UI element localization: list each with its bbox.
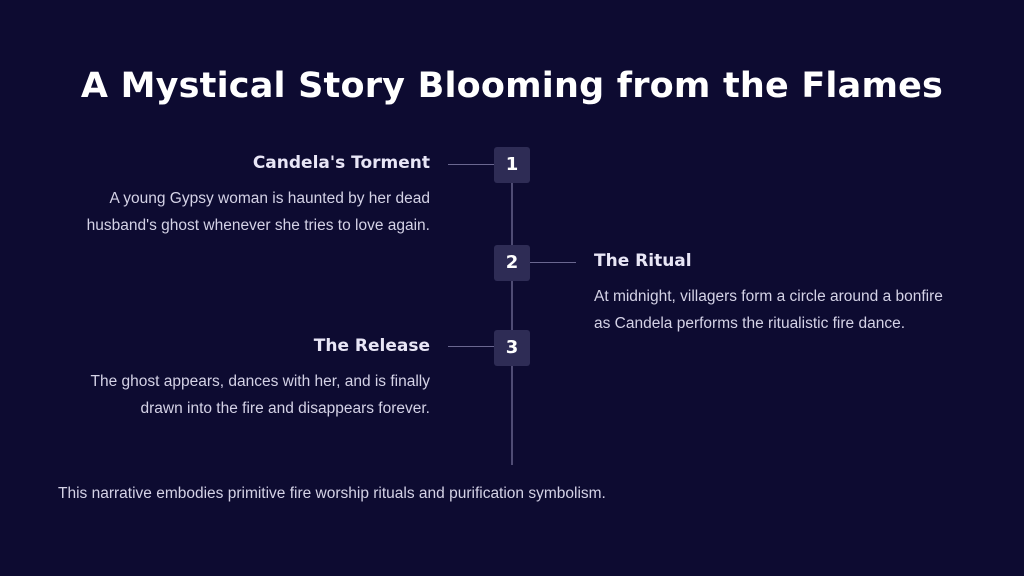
step-1-connector <box>448 164 494 165</box>
step-1-description-line-2: husband's ghost whenever she tries to lo… <box>86 217 430 234</box>
step-3-marker: 3 <box>494 330 530 366</box>
page-title: A Mystical Story Blooming from the Flame… <box>80 66 944 106</box>
step-2-description-line-1: At midnight, villagers form a circle aro… <box>594 288 943 305</box>
step-1-description-line-1: A young Gypsy woman is haunted by her de… <box>109 190 430 207</box>
step-3-description-line-1: The ghost appears, dances with her, and … <box>90 373 430 390</box>
step-1-heading: Candela's Torment <box>252 153 430 173</box>
timeline-line <box>511 165 513 465</box>
step-1-marker: 1 <box>494 147 530 183</box>
step-3-description: The ghost appears, dances with her, and … <box>10 368 430 422</box>
step-3-heading: The Release <box>313 336 430 356</box>
step-2-marker: 2 <box>494 245 530 281</box>
step-2-heading: The Ritual <box>594 251 692 271</box>
step-2-connector <box>530 262 576 263</box>
step-3-description-line-2: drawn into the fire and disappears forev… <box>140 400 430 417</box>
step-3-connector <box>448 346 494 347</box>
step-2-description-line-2: as Candela performs the ritualistic fire… <box>594 315 906 332</box>
step-2-description: At midnight, villagers form a circle aro… <box>594 283 994 337</box>
footnote: This narrative embodies primitive fire w… <box>58 485 606 502</box>
step-1-description: A young Gypsy woman is haunted by her de… <box>10 185 430 239</box>
